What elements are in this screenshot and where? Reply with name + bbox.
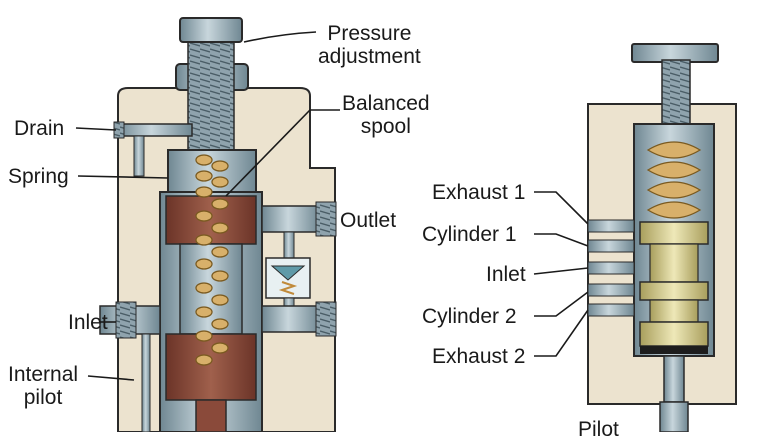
label-exhaust-1: Exhaust 1: [432, 181, 526, 204]
leader-lines: [75, 31, 340, 381]
right-spool-top: [639, 221, 709, 245]
label-cylinder-1: Cylinder 1: [422, 223, 517, 246]
right-screw: [661, 59, 691, 125]
internal-pilot-passage: [141, 333, 151, 432]
spool-upper-land: [165, 195, 257, 245]
label-exhaust-2: Exhaust 2: [432, 345, 526, 368]
right-spool-middle: [639, 281, 709, 301]
label-pilot: Pilot: [578, 418, 619, 441]
label-inlet-right: Inlet: [486, 263, 526, 286]
label-inlet-left: Inlet: [68, 311, 108, 334]
label-internal-pilot: Internal pilot: [8, 363, 79, 409]
directional-valve: [533, 43, 737, 432]
outlet-port: [261, 205, 321, 233]
label-drain: Drain: [14, 117, 65, 140]
right-spool-bottom: [639, 321, 709, 347]
pressure-reducing-valve: [75, 17, 340, 432]
spool-tail: [195, 399, 227, 432]
label-cylinder-2: Cylinder 2: [422, 305, 517, 328]
label-balanced-spool: Balanced spool: [342, 92, 430, 138]
screw-head: [179, 17, 243, 43]
right-leader-lines: [533, 191, 589, 357]
pilot-stem: [663, 355, 685, 403]
label-spring: Spring: [8, 165, 69, 188]
adjustment-screw: [187, 33, 235, 151]
drain-port: [117, 123, 193, 137]
right-spring: [646, 141, 702, 219]
right-ports: [587, 219, 635, 317]
spool-lower-land: [165, 333, 257, 401]
label-pressure-adjustment: Pressure adjustment: [318, 22, 421, 68]
diagram-canvas: Pressure adjustment Balanced spool Drain…: [8, 17, 737, 441]
spring-coils: [195, 154, 229, 366]
valve-illustration: [75, 17, 737, 432]
spring-chamber: [167, 149, 257, 195]
label-outlet: Outlet: [340, 209, 397, 232]
